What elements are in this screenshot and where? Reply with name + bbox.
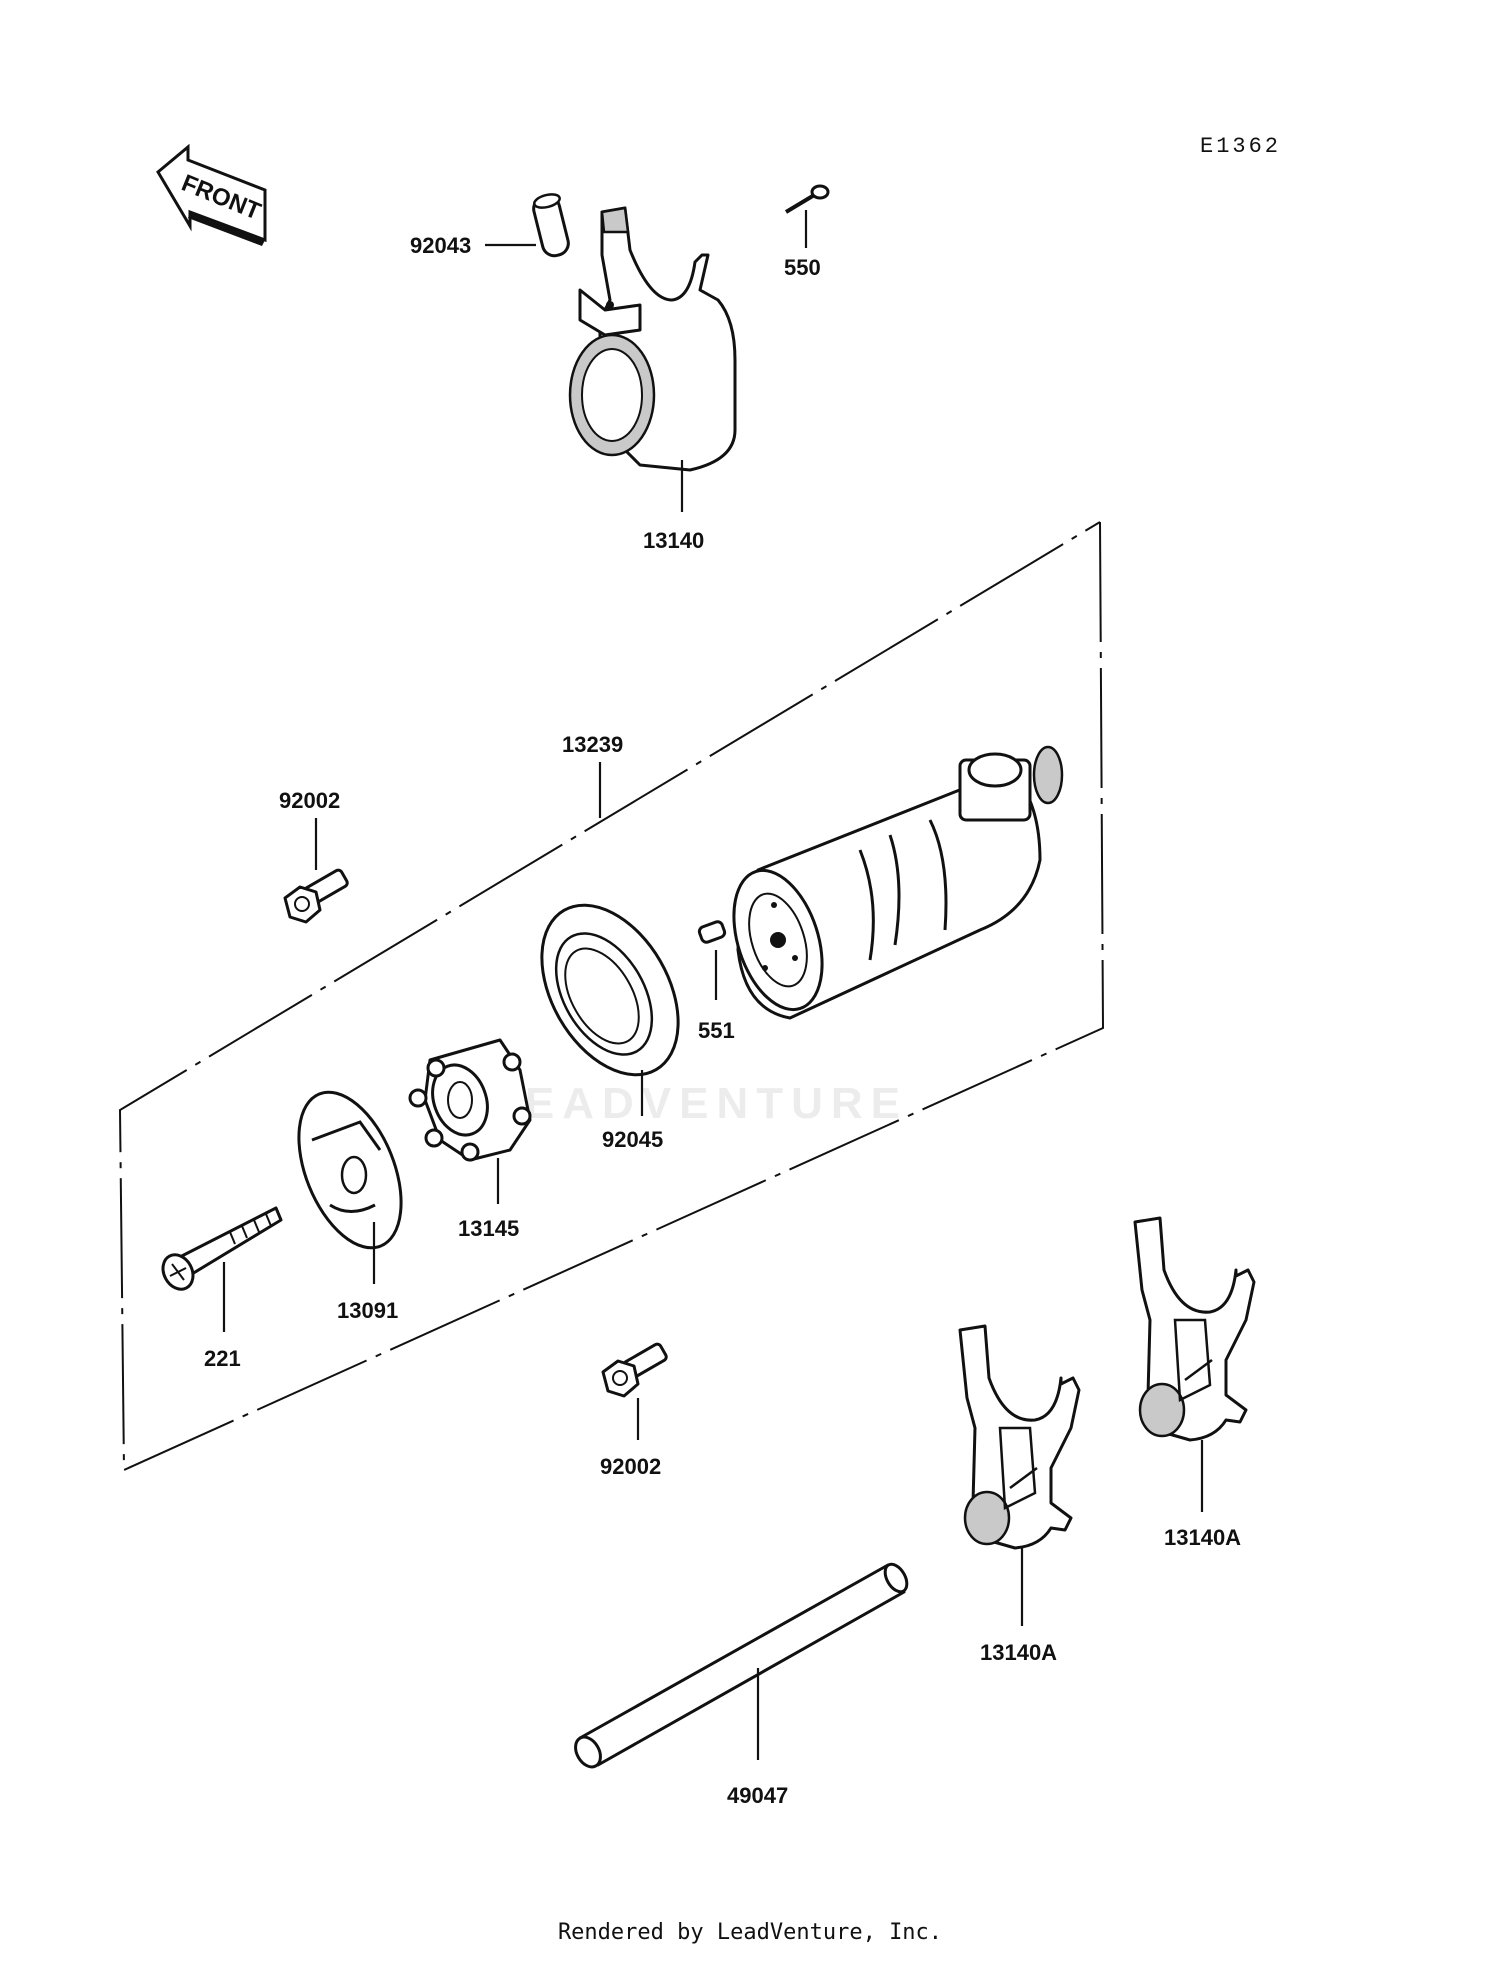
label-92045: 92045 xyxy=(602,1127,663,1152)
dowel-pin-551-drawing xyxy=(697,920,727,944)
label-13140a-left: 13140A xyxy=(980,1640,1057,1665)
bolt-92002-bottom-drawing xyxy=(601,1342,668,1398)
pin-plate-13145-drawing xyxy=(408,1038,532,1162)
label-550: 550 xyxy=(784,255,821,280)
label-13140: 13140 xyxy=(643,528,704,553)
shift-drum-13239-drawing xyxy=(732,745,1064,1020)
label-13140a-right: 13140A xyxy=(1164,1525,1241,1550)
pin-92043-drawing xyxy=(532,193,570,258)
shift-fork-13140a-left-drawing xyxy=(958,1324,1081,1550)
label-49047: 49047 xyxy=(727,1783,788,1808)
label-92043: 92043 xyxy=(410,233,471,258)
cotter-pin-550-drawing xyxy=(784,184,830,214)
footer-credit: Rendered by LeadVenture, Inc. xyxy=(557,1920,943,1945)
front-arrow-icon: FRONT xyxy=(156,143,267,246)
label-221: 221 xyxy=(204,1346,241,1371)
label-92002-bottom: 92002 xyxy=(600,1454,661,1479)
watermark: LEADVENTURE xyxy=(490,1079,908,1128)
label-13145: 13145 xyxy=(458,1216,519,1241)
shift-fork-13140a-right-drawing xyxy=(1133,1216,1256,1442)
label-13239: 13239 xyxy=(562,732,623,757)
shift-fork-13140-drawing xyxy=(568,206,737,472)
bolt-92002-top-drawing xyxy=(283,868,349,924)
label-551: 551 xyxy=(698,1018,735,1043)
shaft-49047-drawing xyxy=(574,1562,909,1769)
assembly-frame xyxy=(118,521,1105,1472)
bearing-92045-drawing xyxy=(540,903,680,1077)
label-13091: 13091 xyxy=(337,1298,398,1323)
screw-221-drawing xyxy=(161,1206,283,1291)
cam-plate-13091-drawing xyxy=(297,1090,403,1250)
diagram-id: E1362 xyxy=(1200,134,1281,159)
label-92002-top: 92002 xyxy=(279,788,340,813)
